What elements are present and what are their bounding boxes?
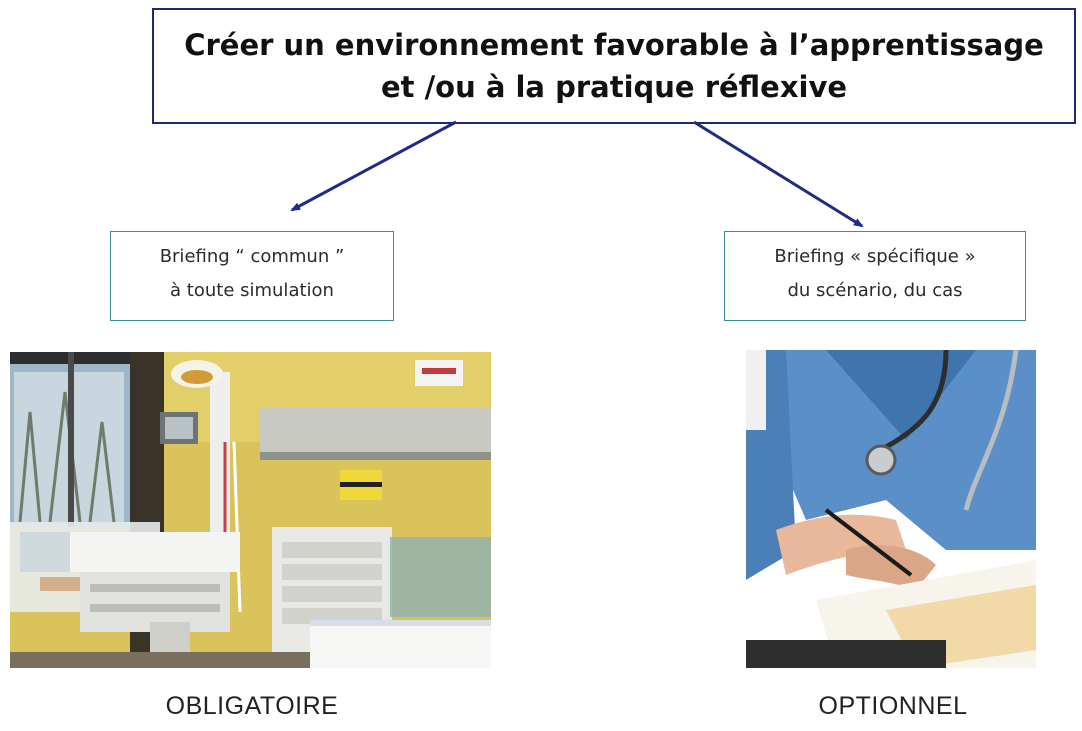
title-line-1: Créer un environnement favorable à l’app…	[184, 28, 1044, 62]
briefing-common-line-2: à toute simulation	[170, 280, 334, 301]
arrow-to-common-briefing	[290, 120, 457, 212]
briefing-common-box: Briefing “ commun ” à toute simulation	[110, 231, 394, 321]
label-obligatoire: OBLIGATOIRE	[165, 692, 339, 720]
nurses-with-stethoscope-photo	[746, 350, 1036, 668]
briefing-specific-box: Briefing « spécifique » du scénario, du …	[724, 231, 1026, 321]
briefing-specific-line-1: Briefing « spécifique »	[774, 246, 976, 267]
briefing-specific-line-2: du scénario, du cas	[787, 280, 963, 301]
title-line-2: et /ou à la pratique réflexive	[380, 70, 848, 104]
arrow-to-specific-briefing	[693, 120, 864, 228]
title-box: Créer un environnement favorable à l’app…	[152, 8, 1076, 124]
neonatal-care-room-photo	[10, 352, 491, 668]
label-optionnel: OPTIONNEL	[818, 692, 968, 720]
briefing-common-line-1: Briefing “ commun ”	[159, 246, 345, 267]
